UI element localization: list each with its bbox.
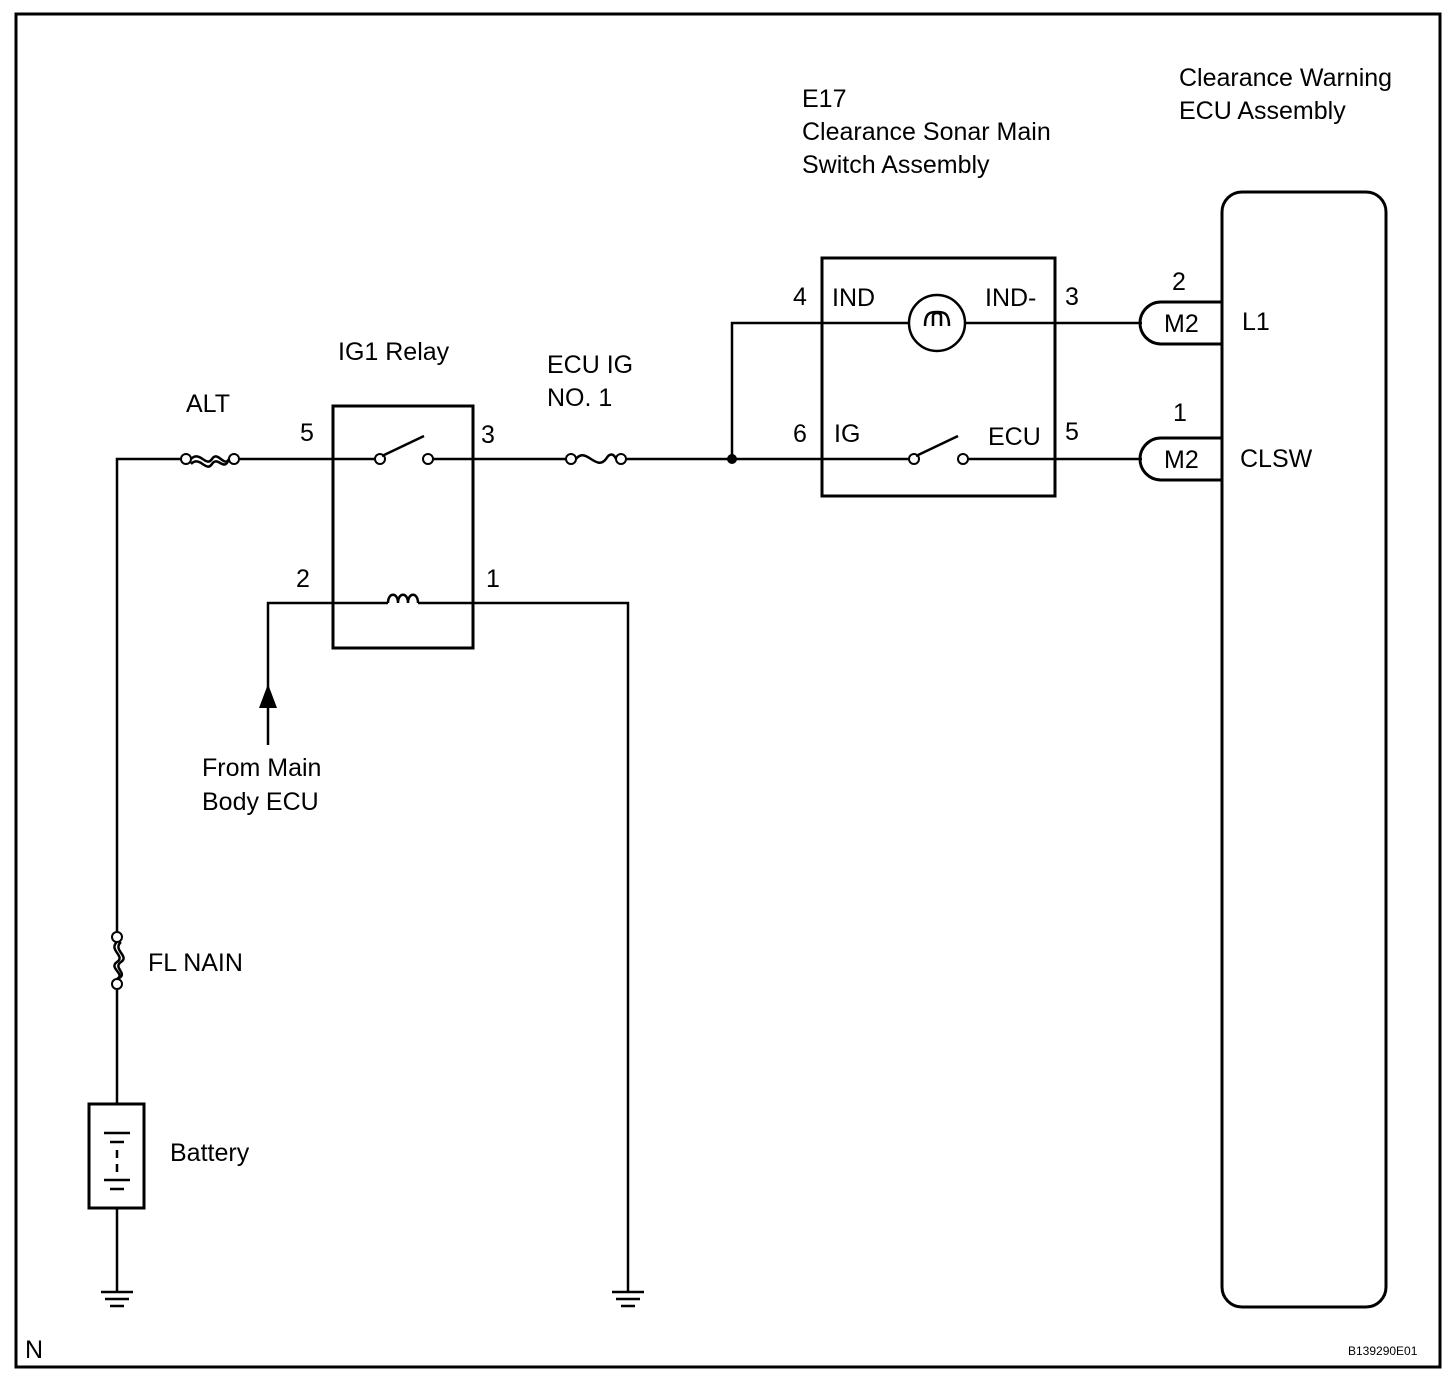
- switch-pin-6: 6: [793, 420, 807, 448]
- battery-label: Battery: [170, 1139, 250, 1167]
- ecu-name-line2: ECU Assembly: [1179, 97, 1346, 125]
- relay-pin-1: 1: [486, 565, 500, 593]
- ig1-relay-label: IG1 Relay: [338, 338, 450, 366]
- clearance-warning-ecu-box: [1220, 190, 1388, 1309]
- connector-m2-l1: [1138, 300, 1224, 346]
- indicator-lamp: [822, 293, 1055, 353]
- alt-label: ALT: [186, 390, 230, 418]
- e17-switch-box: [820, 256, 1057, 498]
- ground-battery-icon: [101, 1290, 133, 1308]
- relay-pin-5: 5: [300, 419, 314, 447]
- splice-to-ind-wire: [730, 321, 822, 459]
- corner-n-label: N: [25, 1336, 43, 1364]
- ground-relay-coil-icon: [612, 1290, 644, 1308]
- switch-ind-label: IND: [832, 284, 875, 312]
- ecu-ig-label-line1: ECU IG: [547, 351, 633, 379]
- fl-main-fuse: [111, 931, 125, 990]
- switch-pin-5: 5: [1065, 418, 1079, 446]
- ecu-name-line1: Clearance Warning: [1179, 64, 1392, 92]
- ecu-top-pin-number: 2: [1172, 268, 1186, 296]
- relay-pin-3: 3: [481, 421, 495, 449]
- e17-code-label: E17: [802, 85, 846, 113]
- relay-coil: [266, 593, 630, 1292]
- ecu-l1-signal: L1: [1242, 308, 1270, 336]
- connector-m2-clsw: [1138, 436, 1224, 482]
- fl-main-label: FL NAIN: [148, 949, 243, 977]
- ecu-top-connector-code: M2: [1164, 310, 1199, 338]
- battery-feed-wire: [115, 457, 182, 1292]
- e17-name-line1: Clearance Sonar Main: [802, 118, 1051, 146]
- sonar-main-switch-contact: [822, 434, 1055, 465]
- ecu-bottom-pin-number: 1: [1173, 399, 1187, 427]
- ecu-ig-label-line2: NO. 1: [547, 384, 612, 412]
- ecu-bottom-connector-code: M2: [1164, 446, 1199, 474]
- alt-fuse: [180, 453, 240, 468]
- ig1-relay-box: [331, 404, 475, 650]
- figure-code-label: B139290E01: [1348, 1344, 1418, 1358]
- from-main-body-ecu-arrow: [259, 684, 277, 708]
- ecu-ig-no1-fuse: [565, 453, 627, 465]
- relay-pin-2: 2: [296, 565, 310, 593]
- ecu-clsw-signal: CLSW: [1240, 445, 1313, 473]
- from-main-line1: From Main: [202, 754, 321, 782]
- switch-ig-label: IG: [834, 420, 860, 448]
- from-main-line2: Body ECU: [202, 788, 319, 816]
- switch-pin-4: 4: [793, 283, 807, 311]
- switch-pin-3: 3: [1065, 283, 1079, 311]
- e17-name-line2: Switch Assembly: [802, 151, 990, 179]
- battery-symbol: [87, 1102, 146, 1210]
- switch-ecu-label: ECU: [988, 423, 1041, 451]
- diagram-frame: [14, 12, 1442, 1369]
- relay-contact: [334, 434, 473, 465]
- switch-ind-minus-label: IND-: [985, 284, 1036, 312]
